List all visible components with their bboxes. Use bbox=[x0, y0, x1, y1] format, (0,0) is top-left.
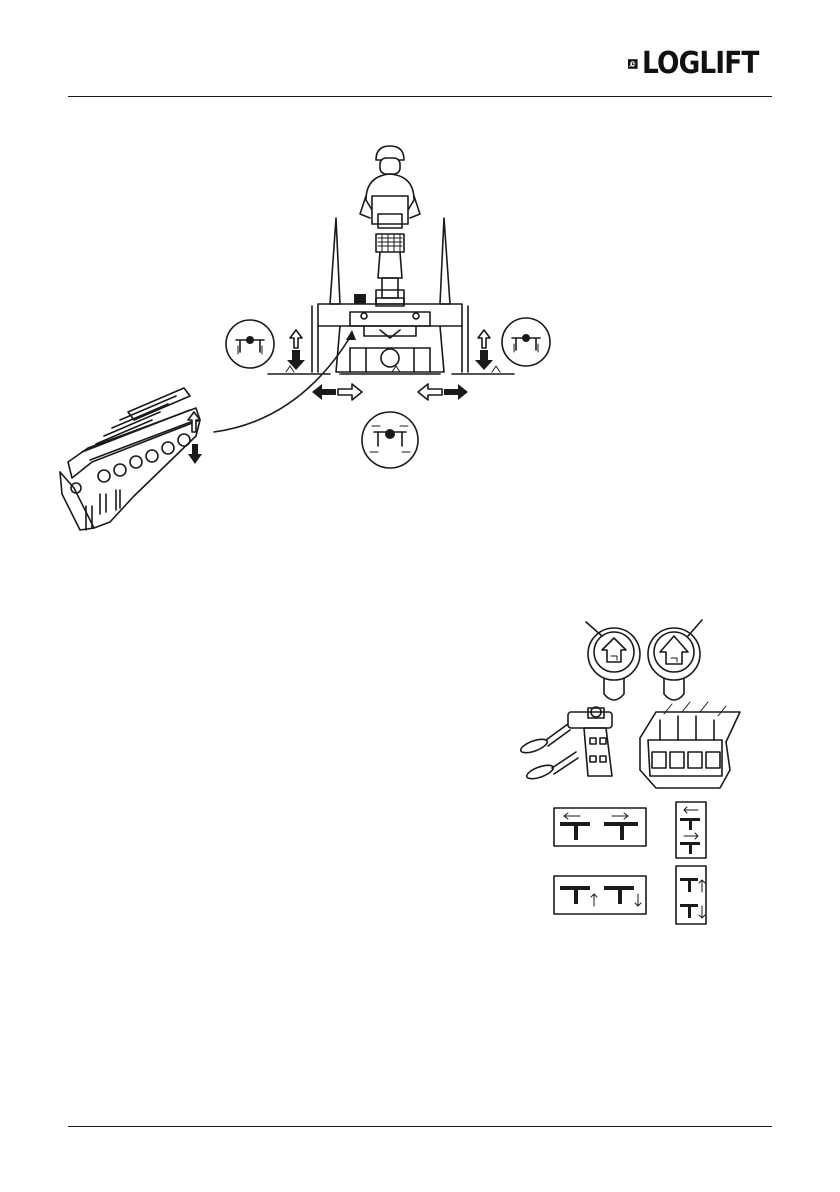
label-plate-vertical-top bbox=[676, 802, 706, 858]
footer-rule bbox=[68, 1126, 772, 1127]
selector-knob-left bbox=[586, 622, 640, 700]
label-plate-vertical-bottom bbox=[676, 866, 706, 924]
lever-valve-left bbox=[519, 707, 612, 781]
label-plate-horizontal-bottom bbox=[554, 876, 646, 914]
selector-knob-right bbox=[648, 620, 702, 700]
label-plate-horizontal-top bbox=[554, 808, 646, 846]
lever-valve-bank-right bbox=[640, 702, 740, 788]
